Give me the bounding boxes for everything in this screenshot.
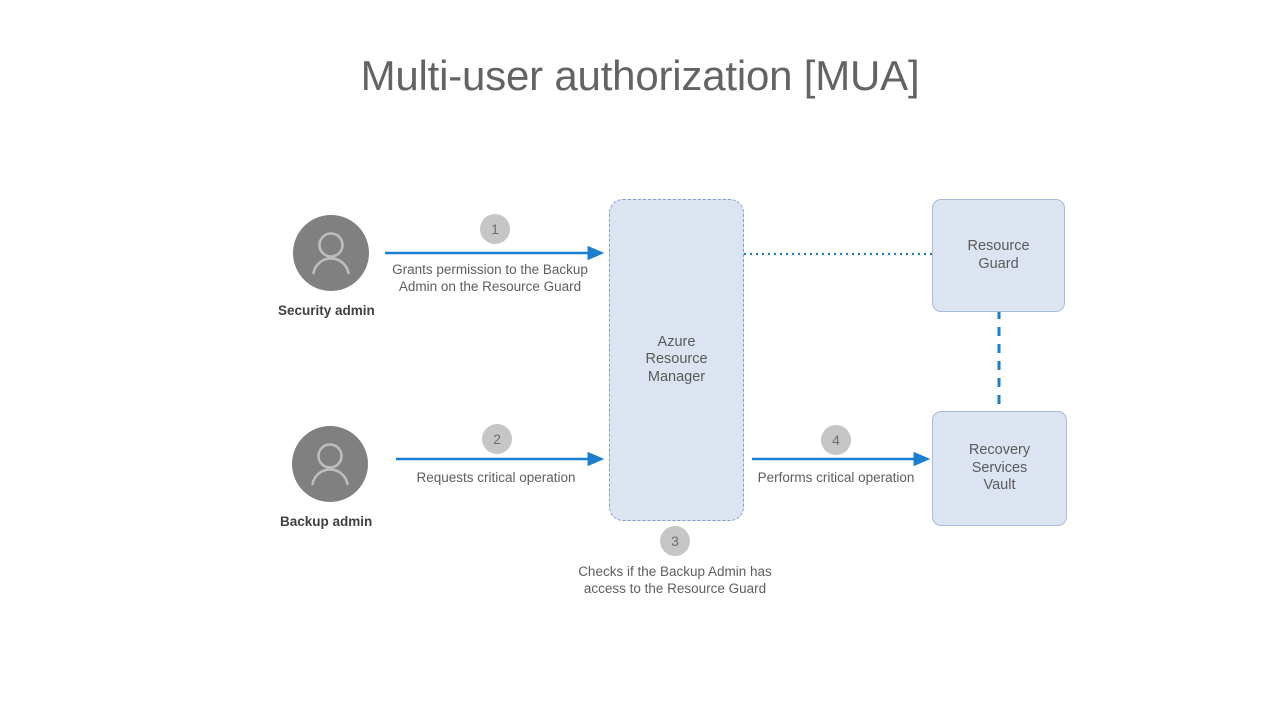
person-avatar-icon	[311, 443, 349, 486]
step-badge-4: 4	[821, 425, 851, 455]
node-label-resource-guard: Resource Guard	[967, 238, 1030, 272]
actor-label-security-admin: Security admin	[278, 303, 375, 318]
avatar	[292, 426, 368, 502]
step-badge-1: 1	[480, 214, 510, 244]
node-resource-guard: Resource Guard	[932, 199, 1065, 312]
avatar	[293, 215, 369, 291]
person-avatar-icon	[312, 232, 350, 275]
step-badge-2: 2	[482, 424, 512, 454]
step-badge-3: 3	[660, 526, 690, 556]
page-title: Multi-user authorization [MUA]	[360, 52, 920, 99]
step-label-4: Performs critical operation	[757, 470, 915, 485]
step-label-2: Requests critical operation	[416, 470, 576, 485]
step-label-3: Checks if the Backup Admin has access to…	[578, 564, 772, 596]
node-recovery-services-vault: Recovery Services Vault	[932, 411, 1067, 526]
actor-security-admin: Security admin	[278, 215, 375, 318]
actor-label-backup-admin: Backup admin	[280, 514, 373, 529]
node-azure-resource-manager: Azure Resource Manager	[609, 199, 744, 521]
node-label-azure-resource-manager: Azure Resource Manager	[645, 333, 708, 385]
step-label-1: Grants permission to the Backup Admin on…	[392, 262, 588, 294]
node-label-recovery-services-vault: Recovery Services Vault	[968, 442, 1031, 494]
actor-backup-admin: Backup admin	[280, 426, 372, 529]
